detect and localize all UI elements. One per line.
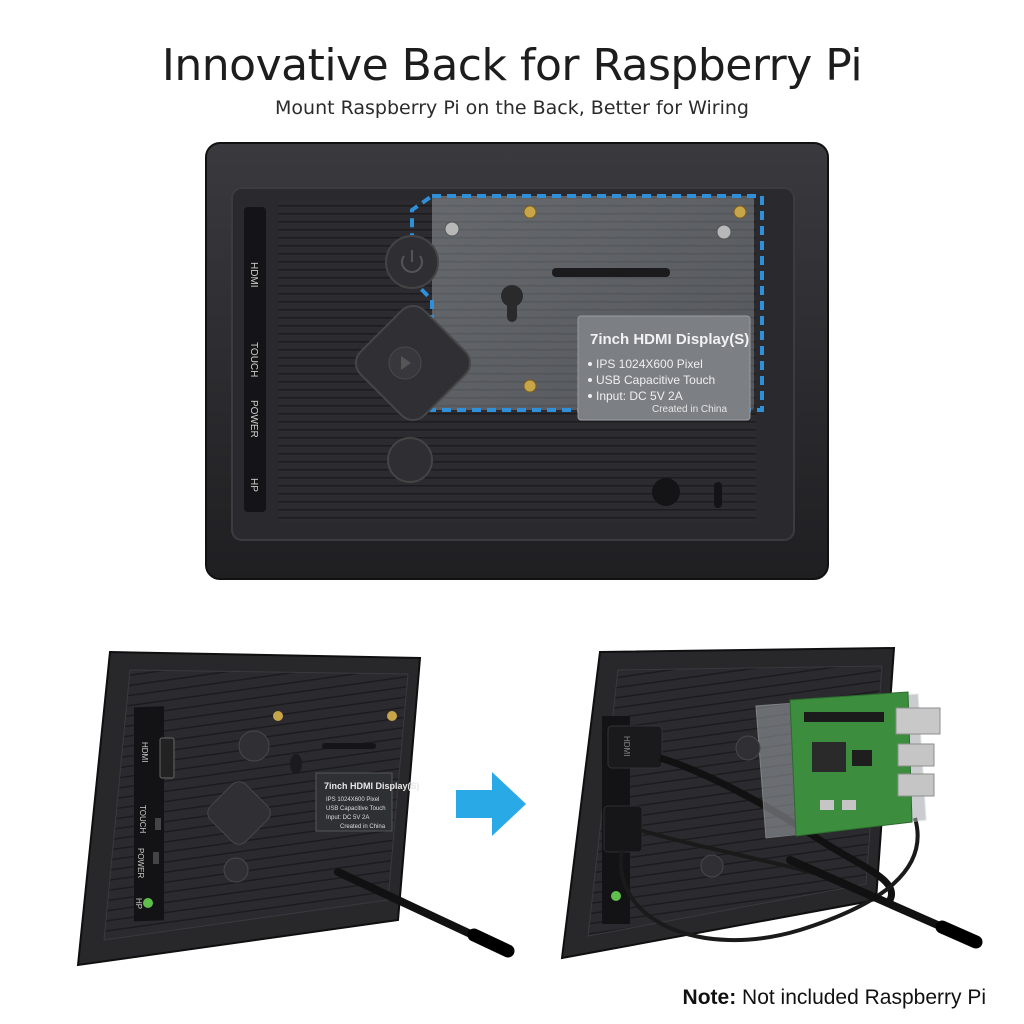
hdmi-port (159, 737, 175, 779)
stand-leg (334, 868, 496, 948)
stand-leg (786, 856, 962, 938)
port-label-power: POWER (248, 400, 259, 438)
menu-button-icon (387, 437, 433, 483)
port-label-touch: TOUCH (248, 342, 259, 377)
left-port-label-power: POWER (136, 848, 145, 878)
left-port-label-touch: TOUCH (138, 805, 147, 834)
port-label-hdmi: HDMI (248, 262, 259, 288)
stand-socket (652, 478, 680, 506)
left-label-title: 7inch HDMI Display(S) (324, 781, 420, 791)
usb-port-2 (897, 773, 935, 797)
page-title: Innovative Back for Raspberry Pi (161, 40, 863, 91)
hdmi-cable-label: HDMI (622, 736, 631, 756)
note-label: Note: (682, 986, 737, 1009)
ethernet-port (895, 707, 941, 735)
spec-origin: Created in China (652, 404, 727, 415)
vent-slot (552, 268, 670, 277)
left-label-spec-2: USB Capacitive Touch (326, 806, 386, 812)
spec-line-1: IPS 1024X600 Pixel (596, 357, 703, 371)
left-label-spec-1: IPS 1024X600 Pixel (326, 797, 379, 803)
side-port-strip: HDMI TOUCH POWER HP (244, 207, 266, 512)
note-text: Not included Raspberry Pi (742, 986, 986, 1009)
spec-label-title: 7inch HDMI Display(S) (590, 331, 749, 348)
port-label-hp: HP (248, 478, 259, 492)
usb-port-1 (897, 743, 935, 767)
right-device: HDMI (560, 646, 983, 960)
footer-note: Note: Not included Raspberry Pi (683, 986, 986, 1010)
main-device-back: 7inch HDMI Display(S) IPS 1024X600 Pixel… (205, 142, 829, 580)
left-label-spec-3: Input: DC 5V 2A (326, 815, 369, 821)
spec-line-3: Input: DC 5V 2A (596, 389, 683, 403)
arrow-right-icon (456, 772, 526, 836)
left-port-label-hdmi: HDMI (140, 742, 149, 762)
usb-cable (618, 817, 920, 943)
usb-connector (603, 805, 643, 853)
hdmi-connector (607, 725, 663, 769)
mount-area-highlight (410, 194, 764, 412)
control-buttons (354, 235, 472, 483)
left-label-origin: Created in China (340, 824, 386, 830)
hdmi-cable (658, 754, 895, 902)
spec-line-2: USB Capacitive Touch (596, 373, 715, 387)
left-device: HDMI TOUCH POWER HP 7inch HDMI Display(S… (76, 650, 515, 967)
page-subtitle: Mount Raspberry Pi on the Back, Better f… (275, 97, 749, 119)
spec-label: 7inch HDMI Display(S) IPS 1024X600 Pixel… (577, 315, 751, 421)
left-port-label-hp: HP (134, 898, 143, 909)
